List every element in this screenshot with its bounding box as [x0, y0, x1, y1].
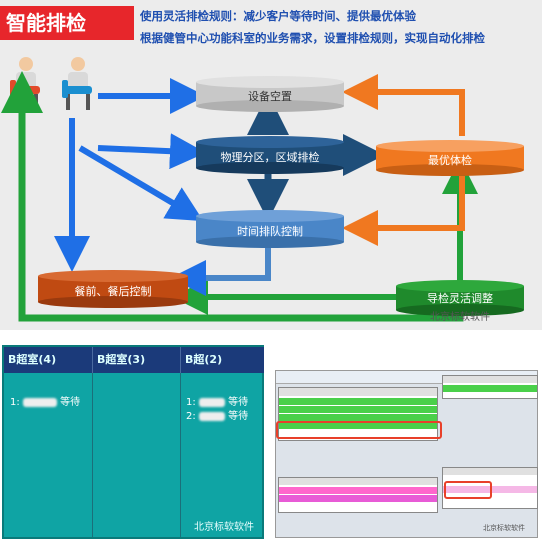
subtitle-line-1: 使用灵活排检规则：减少客户等待时间、提供最优体验: [140, 9, 416, 23]
queue-entry: 1: 等待: [186, 397, 249, 408]
node-queue-label: 时间排队控制: [237, 225, 303, 238]
node-best-label: 最优体检: [428, 154, 472, 167]
arrow-blue-to-queue: [78, 145, 204, 222]
node-meal: [38, 270, 188, 308]
watermark: 北京标软软件: [430, 312, 490, 323]
node-zone: [196, 136, 344, 174]
queue-column-header: B超室(3): [92, 347, 180, 373]
watermark: 北京标软软件: [194, 522, 254, 533]
queue-display-screen: B超室(4) B超室(3) B超(2) 1: 等待 1: 等待 2: 等待 北京…: [2, 345, 264, 539]
arrow-queue-to-meal: [170, 244, 271, 296]
watermark: 北京标软软件: [483, 524, 525, 532]
arrow-blue-to-zone: [97, 133, 206, 170]
node-guide: [396, 280, 524, 316]
room-grid[interactable]: [442, 375, 538, 399]
arrow-best-to-idle: [342, 74, 465, 136]
node-guide-label: 导检灵活调整: [427, 292, 493, 305]
scheduling-software-window: 北京标软软件: [275, 370, 538, 538]
exam-grid[interactable]: [278, 387, 438, 441]
page-title: 智能排检: [0, 6, 134, 40]
queue-entry: 2: 等待: [186, 411, 249, 422]
node-idle-label: 设备空置: [248, 90, 292, 103]
highlight-adjust-row: [444, 481, 492, 499]
node-zone-label: 物理分区，区域排检: [220, 151, 320, 164]
flow-diagram: [1, 71, 524, 322]
queue-entry: 1: 等待: [10, 397, 81, 408]
node-idle: [196, 76, 344, 112]
queue-column-header: B超室(4): [4, 347, 92, 373]
node-meal-label: 餐前、餐后控制: [74, 285, 152, 298]
assignment-grid[interactable]: [278, 477, 438, 513]
queue-column-header: B超(2): [180, 347, 264, 373]
highlight-selected-row: [276, 421, 442, 439]
node-queue: [196, 210, 344, 248]
node-best: [376, 140, 524, 176]
arrow-best-to-queue: [342, 176, 465, 246]
person-seated-icon: [62, 57, 92, 110]
subtitle-line-2: 根据健管中心功能科室的业务需求，设置排检规则，实现自动化排检: [140, 31, 485, 45]
